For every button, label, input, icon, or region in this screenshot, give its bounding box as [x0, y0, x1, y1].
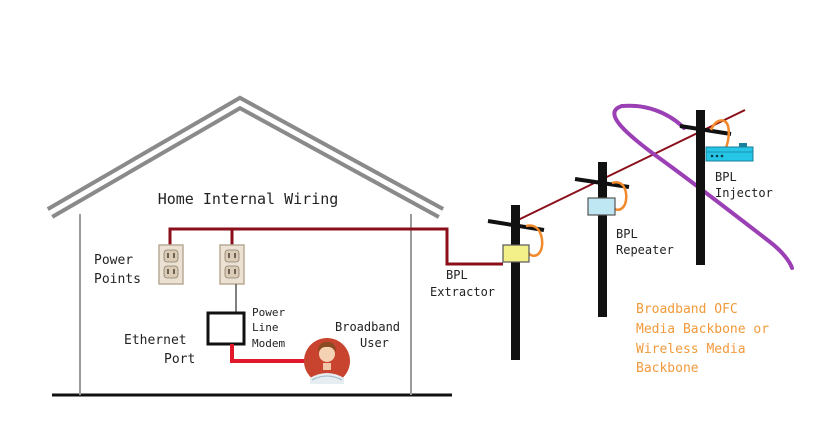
pole-repeater	[574, 162, 630, 317]
injector-drop-cable	[709, 119, 731, 149]
power-outlet-2	[219, 244, 245, 285]
bpl-injector-device	[705, 143, 754, 162]
backbone-label: Broadband OFC Media Backbone or Wireless…	[636, 302, 777, 376]
modem-label: Power Line Modem	[252, 306, 292, 350]
broadband-user-label: Broadband User	[335, 320, 407, 350]
overhead-power-line	[517, 109, 746, 221]
injector-label: BPL Injector	[715, 170, 773, 200]
broadband-user-avatar	[304, 338, 350, 384]
pole-injector	[679, 110, 732, 265]
bpl-repeater-device	[587, 197, 616, 216]
pole-extractor	[487, 205, 545, 360]
repeater-label: BPL Repeater	[616, 227, 674, 257]
backbone-curve-top	[620, 103, 686, 130]
internal-wiring	[168, 227, 503, 266]
ethernet-port-label: Ethernet Port	[124, 333, 195, 367]
extractor-drop-cable	[525, 224, 544, 257]
house-title: Home Internal Wiring	[158, 190, 339, 208]
power-outlet-1	[158, 244, 184, 285]
ethernet-cable	[230, 344, 306, 363]
power-line-modem	[206, 311, 246, 346]
power-points-label: Power Points	[94, 253, 141, 287]
house-roof	[46, 95, 445, 219]
bpl-extractor-device	[502, 244, 530, 263]
extractor-label: BPL Extractor	[430, 268, 495, 299]
